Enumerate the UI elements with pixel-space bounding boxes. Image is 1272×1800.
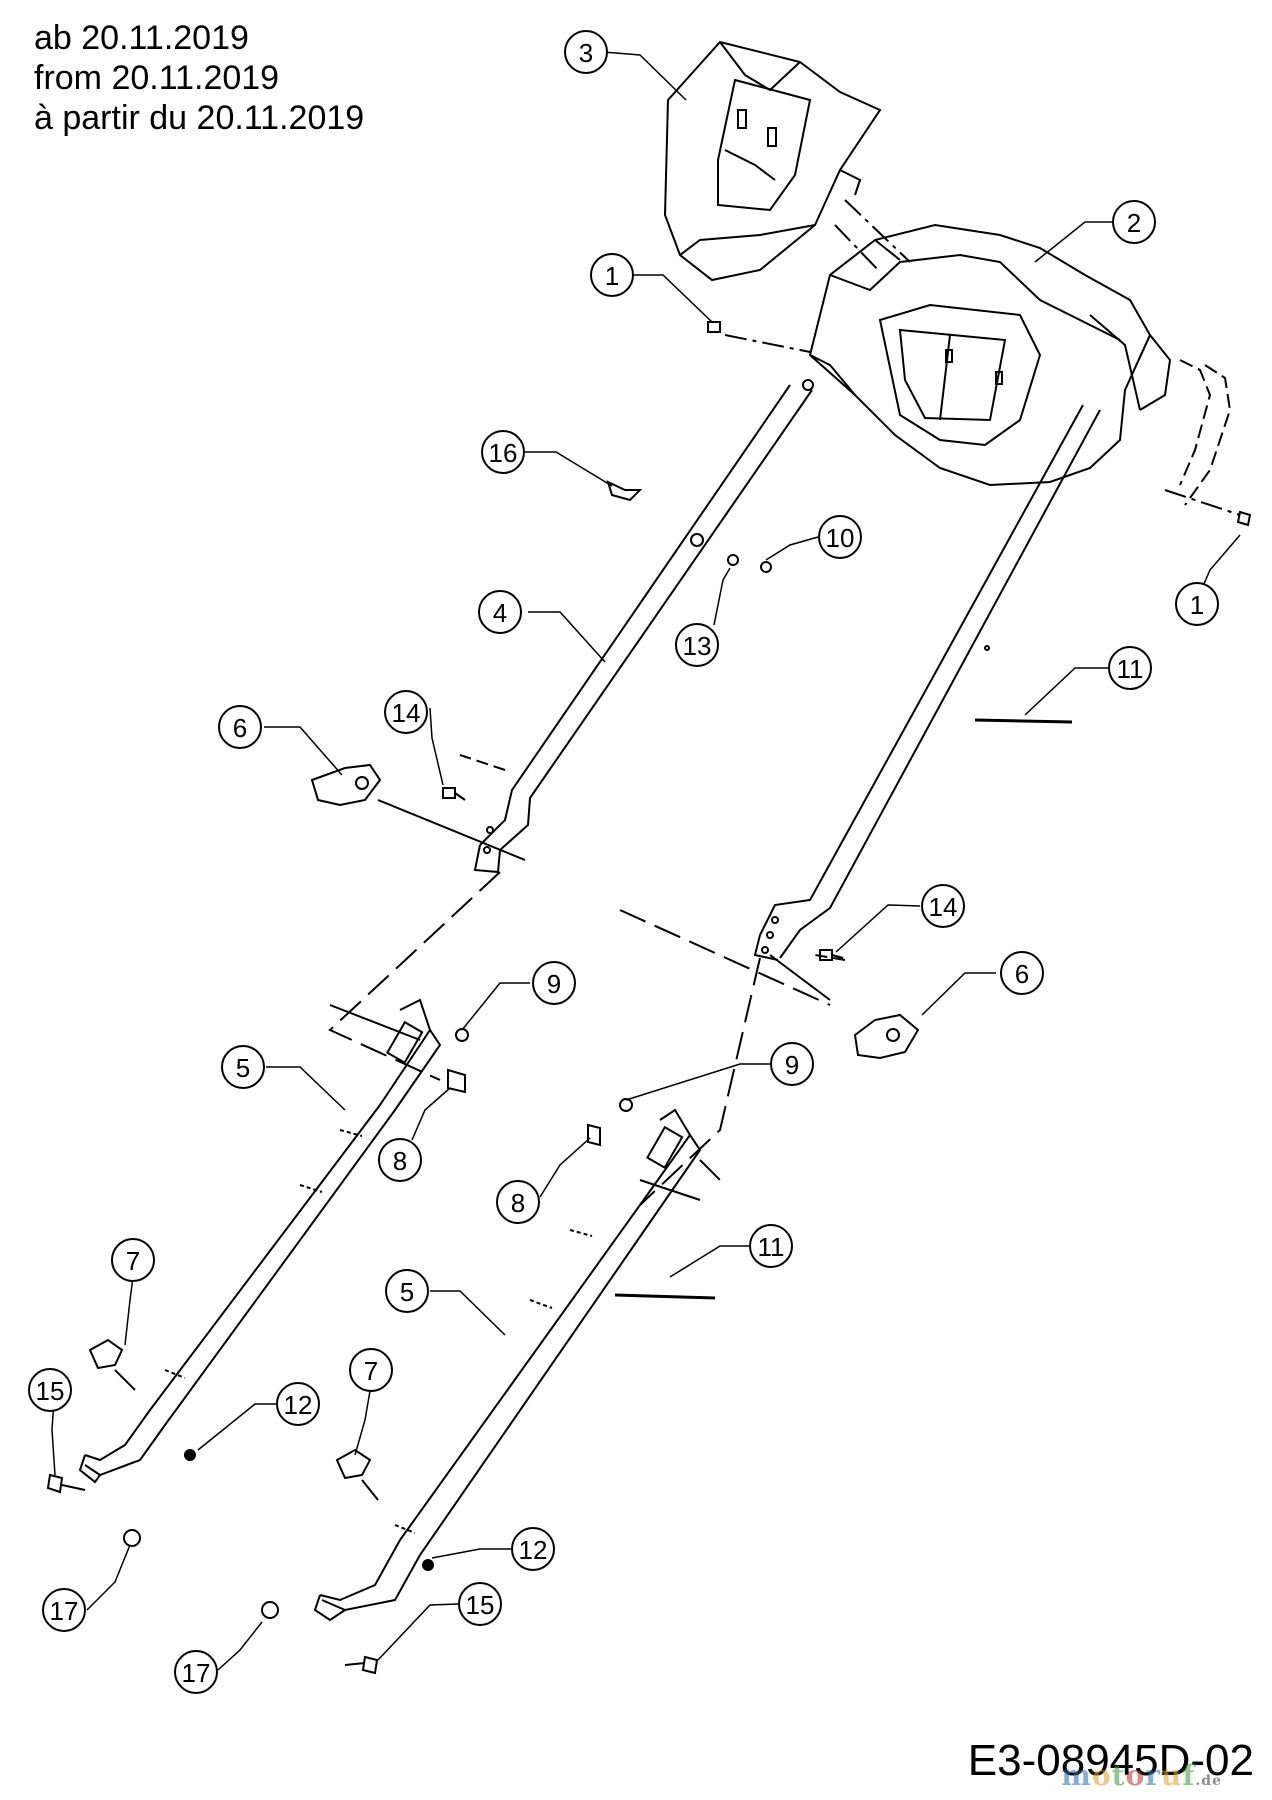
svg-text:1: 1 <box>605 261 619 291</box>
callout-12-left: 12 <box>276 1382 320 1426</box>
svg-text:17: 17 <box>182 1658 211 1688</box>
callout-5-right: 5 <box>385 1269 429 1313</box>
callout-7-right: 7 <box>349 1348 393 1392</box>
callout-17-right: 17 <box>174 1650 218 1694</box>
watermark-logo: motoruf.de <box>1061 1759 1222 1792</box>
svg-text:11: 11 <box>1117 654 1144 684</box>
watermark-suffix: .de <box>1195 1773 1222 1789</box>
svg-text:8: 8 <box>511 1188 525 1218</box>
svg-text:4: 4 <box>493 598 507 628</box>
svg-text:5: 5 <box>400 1277 414 1307</box>
callout-2: 2 <box>1112 200 1156 244</box>
validity-date-french: à partir du 20.11.2019 <box>34 99 365 137</box>
validity-date-english: from 20.11.2019 <box>34 59 280 97</box>
drawing-number: E3-08945D-02 <box>967 1736 1254 1785</box>
svg-text:9: 9 <box>785 1050 799 1080</box>
callout-8-right: 8 <box>496 1180 540 1224</box>
svg-text:12: 12 <box>284 1390 313 1420</box>
validity-header: ab 20.11.2019 from 20.11.2019 à partir d… <box>34 18 364 138</box>
callout-4: 4 <box>478 590 522 634</box>
svg-text:6: 6 <box>1015 959 1029 989</box>
watermark-text: motoruf <box>1061 1759 1195 1792</box>
watermark-letter: t <box>1111 1759 1126 1792</box>
svg-text:9: 9 <box>547 969 561 999</box>
callout-14-right: 14 <box>921 884 965 928</box>
callout-11-lower: 11 <box>749 1224 793 1268</box>
watermark-letter: o <box>1125 1759 1146 1792</box>
callout-16: 16 <box>481 430 525 474</box>
callout-12-right: 12 <box>511 1527 555 1571</box>
fastener-hardware <box>46 321 1252 1675</box>
svg-text:14: 14 <box>929 892 958 922</box>
validity-date-german: ab 20.11.2019 <box>34 19 249 57</box>
svg-text:7: 7 <box>126 1246 140 1276</box>
svg-text:17: 17 <box>50 1596 79 1626</box>
svg-text:7: 7 <box>364 1356 378 1386</box>
callout-9-right: 9 <box>770 1042 814 1086</box>
svg-text:15: 15 <box>466 1590 495 1620</box>
callout-bubbles: 3 2 1 16 10 13 1 4 11 6 14 14 6 9 5 9 8 … <box>28 30 1219 1694</box>
lower-handle-tube-part <box>78 998 702 1622</box>
watermark-letter: o <box>1091 1759 1112 1792</box>
callout-1: 1 <box>590 253 634 297</box>
svg-text:12: 12 <box>519 1535 548 1565</box>
svg-text:16: 16 <box>489 438 518 468</box>
callout-1-right: 1 <box>1175 582 1219 626</box>
callout-13: 13 <box>675 623 719 667</box>
svg-text:3: 3 <box>579 38 593 68</box>
callout-10: 10 <box>818 515 862 559</box>
svg-text:14: 14 <box>392 698 421 728</box>
svg-text:6: 6 <box>233 713 247 743</box>
svg-text:13: 13 <box>683 631 712 661</box>
handle-housing-part <box>808 223 1232 506</box>
quick-release-lever-part <box>310 763 920 1060</box>
svg-text:5: 5 <box>236 1053 250 1083</box>
callout-11-upper: 11 <box>1108 646 1152 690</box>
callout-7-left: 7 <box>111 1238 155 1282</box>
watermark-letter: f <box>1182 1759 1196 1792</box>
callout-15-right: 15 <box>458 1582 502 1626</box>
svg-text:8: 8 <box>393 1146 407 1176</box>
svg-text:11: 11 <box>758 1232 785 1262</box>
watermark-letter: m <box>1061 1759 1092 1792</box>
watermark-letter: u <box>1161 1759 1183 1792</box>
watermark-letter: r <box>1145 1759 1162 1792</box>
svg-text:15: 15 <box>36 1376 65 1406</box>
leader-lines <box>51 51 1241 1671</box>
svg-text:2: 2 <box>1127 208 1141 238</box>
callout-17-left: 17 <box>42 1588 86 1632</box>
callout-6-right: 6 <box>1000 951 1044 995</box>
callout-6-left: 6 <box>218 705 262 749</box>
console-cover-part <box>663 40 882 282</box>
callout-3: 3 <box>564 30 608 74</box>
callout-9-left: 9 <box>532 961 576 1005</box>
upper-handle-tube-part <box>473 379 1101 961</box>
callout-14-left: 14 <box>384 690 428 734</box>
callout-15-left: 15 <box>28 1368 72 1412</box>
svg-text:10: 10 <box>826 523 855 553</box>
svg-text:1: 1 <box>1190 590 1204 620</box>
callout-8-left: 8 <box>378 1138 422 1182</box>
callout-5-left: 5 <box>221 1045 265 1089</box>
